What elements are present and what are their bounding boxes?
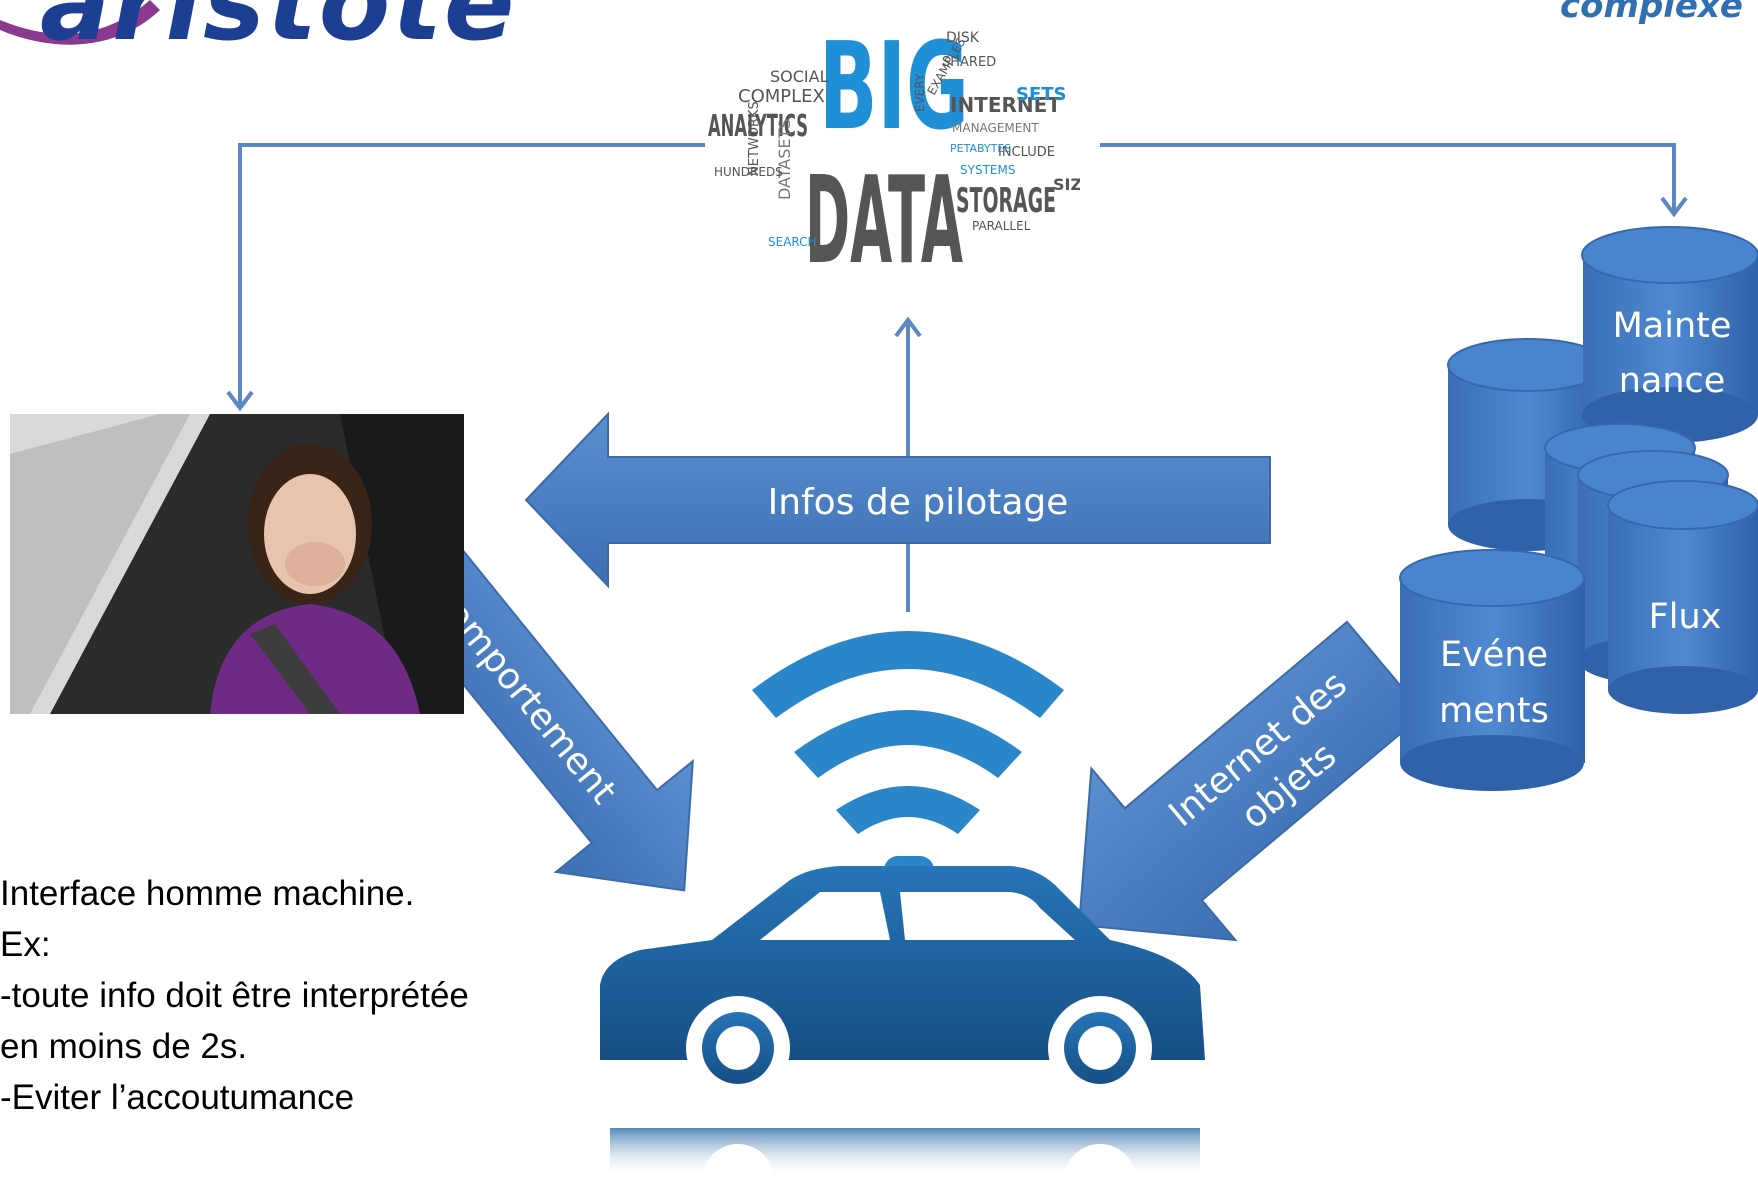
cloud-word-analytics: ANALYTICS bbox=[708, 109, 808, 144]
driver-photo bbox=[10, 414, 464, 714]
connector-cloud-to-databases bbox=[1100, 143, 1688, 218]
database-flux-stack: Flux bbox=[1544, 423, 1758, 714]
notes-line-2: Ex: bbox=[0, 925, 51, 964]
wifi-icon bbox=[752, 631, 1064, 896]
database-evenements: Evéne ments bbox=[1399, 549, 1585, 791]
cloud-word-internet: INTERNET bbox=[950, 93, 1061, 117]
arrow-infos-pilotage: Infos de pilotage bbox=[524, 411, 1271, 589]
cloud-word-shared: SHARED bbox=[942, 55, 996, 70]
cloud-word-search: SEARCH bbox=[768, 235, 817, 249]
car-reflection bbox=[610, 1128, 1200, 1178]
connector-cloud-to-driver bbox=[226, 143, 705, 412]
notes-line-1: Interface homme machine. bbox=[0, 874, 415, 913]
page-title-fragment: complexe bbox=[1560, 0, 1743, 26]
db-label-maintenance-2: nance bbox=[1619, 361, 1726, 401]
cloud-word-sets: SETS bbox=[1016, 84, 1067, 105]
car-icon bbox=[600, 866, 1205, 1100]
cloud-word-every: EVERY bbox=[913, 73, 927, 112]
cloud-word-datasets: DATASETS bbox=[775, 119, 794, 200]
cloud-word-systems: SYSTEMS bbox=[960, 163, 1015, 177]
notes-line-3: -toute info doit être interprétée bbox=[0, 976, 469, 1015]
cloud-word-parallel: PARALLEL bbox=[972, 219, 1031, 233]
notes-line-5: -Eviter l’accoutumance bbox=[0, 1078, 355, 1117]
big-data-word-cloud: BIG DATA ANALYTICS COMPLEX SOCIAL INTERN… bbox=[698, 0, 1093, 300]
cloud-word-hundreds: HUNDREDS bbox=[714, 165, 783, 179]
db-label-evenements-2: ments bbox=[1439, 691, 1549, 731]
cloud-word-data: DATA bbox=[805, 152, 963, 291]
cloud-word-social: SOCIAL bbox=[770, 67, 829, 86]
logo: aristote bbox=[0, 0, 650, 64]
db-label-maintenance-1: Mainte bbox=[1613, 306, 1732, 346]
database-maintenance: Mainte nance bbox=[1581, 226, 1758, 443]
cloud-word-management: MANAGEMENT bbox=[952, 121, 1039, 135]
cloud-word-storage: STORAGE bbox=[956, 181, 1056, 221]
database-back bbox=[1447, 338, 1609, 551]
cloud-word-disk: DISK bbox=[946, 30, 980, 46]
cloud-word-complex: COMPLEX bbox=[738, 86, 825, 107]
hmi-notes: Interface homme machine. Ex: -toute info… bbox=[0, 868, 469, 1123]
db-label-flux: Flux bbox=[1649, 597, 1722, 637]
cloud-word-big: BIG bbox=[819, 18, 969, 157]
cloud-word-petabytes: PETABYTES bbox=[950, 142, 1011, 155]
notes-line-4: en moins de 2s. bbox=[0, 1027, 248, 1066]
db-label-evenements-1: Evéne bbox=[1440, 635, 1548, 675]
logo-text: aristote bbox=[40, 0, 517, 64]
logo-swoosh bbox=[0, 0, 160, 45]
cloud-word-networks: NETWORKS bbox=[747, 101, 762, 176]
arrow-label-infos-pilotage: Infos de pilotage bbox=[768, 482, 1069, 523]
cloud-word-size: SIZE bbox=[1053, 175, 1080, 194]
cloud-word-include: INCLUDE bbox=[998, 145, 1055, 160]
